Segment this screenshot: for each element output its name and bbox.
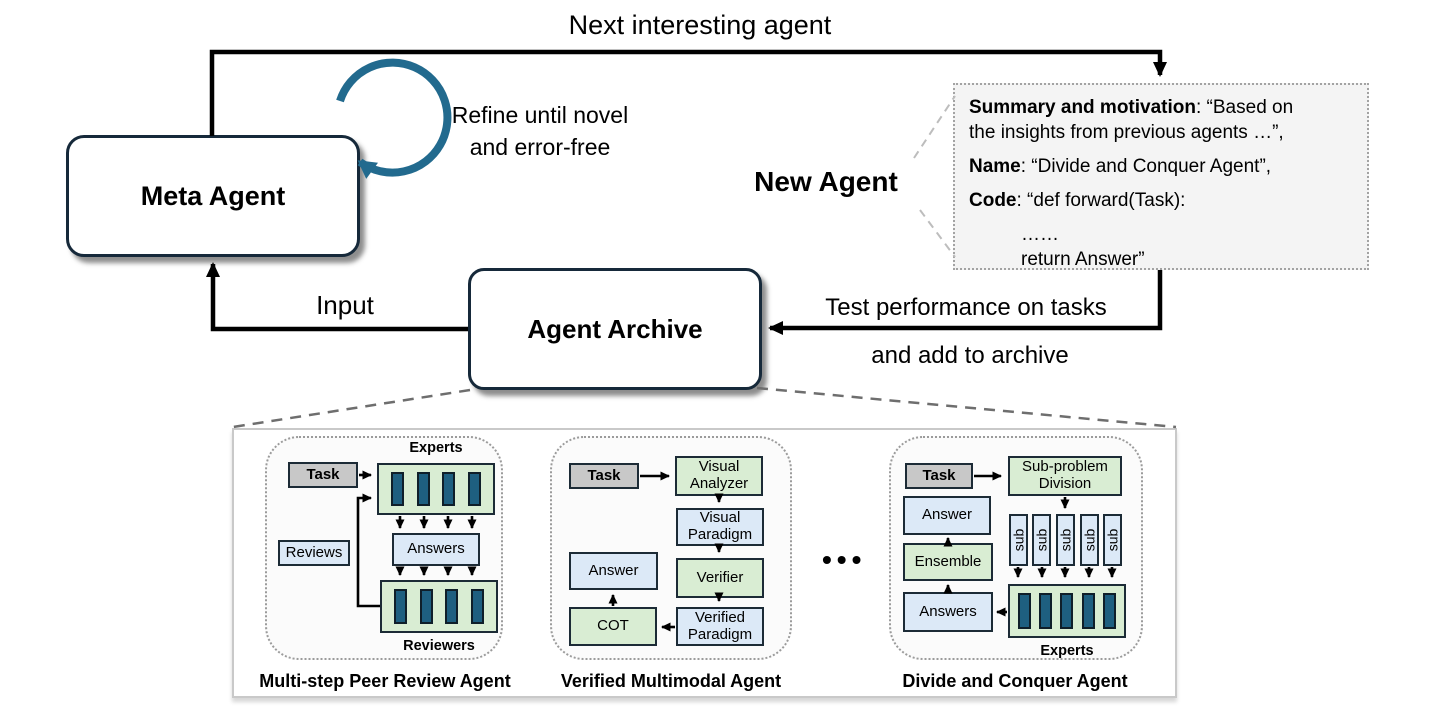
archive-expansion-line-left bbox=[232, 388, 471, 429]
peer-review-experts-label: Experts bbox=[409, 440, 463, 456]
divide-conquer-experts-bars bbox=[1010, 586, 1124, 636]
peer-review-answers-box: Answers bbox=[392, 533, 480, 566]
refine-loop-label: Refine until novel and error-free bbox=[428, 99, 652, 163]
expert-bar-icon bbox=[391, 472, 405, 506]
divide-conquer-answer-box: Answer bbox=[903, 496, 991, 535]
sub-task-label: sub bbox=[1104, 528, 1121, 552]
verifier-label: Verifier bbox=[696, 568, 744, 586]
next-interesting-agent-label: Next interesting agent bbox=[568, 10, 832, 40]
expert-bar-icon bbox=[467, 472, 481, 506]
peer-review-reviews-label: Reviews bbox=[285, 543, 343, 561]
card-code-rest: : “def forward(Task): bbox=[1016, 190, 1186, 211]
cot-box: COT bbox=[569, 607, 657, 646]
sub-task-box: sub bbox=[1056, 514, 1075, 566]
verified-paradigm-label: Verified Paradigm bbox=[687, 608, 753, 643]
multimodal-answer-label: Answer bbox=[588, 561, 639, 579]
expert-bar-icon bbox=[1060, 593, 1074, 629]
new-agent-card: Summary and motivation: “Based on the in… bbox=[953, 83, 1369, 270]
card-code-line: Code: “def forward(Task): bbox=[969, 188, 1353, 213]
card-summary-label: Summary and motivation bbox=[969, 97, 1196, 118]
peer-review-agent-title: Multi-step Peer Review Agent bbox=[259, 671, 511, 691]
ensemble-box: Ensemble bbox=[903, 543, 993, 581]
card-name-rest: : “Divide and Conquer Agent”, bbox=[1020, 156, 1272, 177]
subproblem-division-box: Sub-problem Division bbox=[1008, 456, 1122, 496]
divide-conquer-answer-label: Answer bbox=[921, 506, 973, 524]
expert-bar-icon bbox=[416, 472, 430, 506]
card-code-label: Code bbox=[969, 190, 1017, 211]
visual-analyzer-box: Visual Analyzer bbox=[675, 456, 763, 496]
ensemble-label: Ensemble bbox=[914, 552, 982, 570]
card-summary-line2-text: the insights from previous agents …”, bbox=[969, 122, 1284, 143]
new-agent-callout-line-bottom bbox=[919, 209, 956, 258]
peer-review-reviewers-box bbox=[380, 580, 498, 633]
reviewer-bar-icon bbox=[445, 589, 459, 624]
visual-paradigm-label: Visual Paradigm bbox=[687, 509, 753, 543]
agent-archive-node: Agent Archive bbox=[468, 268, 762, 390]
divide-conquer-experts-box bbox=[1008, 584, 1126, 638]
sub-task-label: sub bbox=[1010, 528, 1027, 552]
meta-agent-node-label: Meta Agent bbox=[140, 180, 286, 211]
card-name-line: Name: “Divide and Conquer Agent”, bbox=[969, 154, 1353, 179]
peer-review-experts-bars bbox=[379, 465, 493, 513]
sub-task-box: sub bbox=[1009, 514, 1028, 566]
peer-review-experts-box bbox=[377, 463, 495, 515]
peer-review-reviewers-label: Reviewers bbox=[403, 638, 475, 654]
sub-task-box: sub bbox=[1080, 514, 1099, 566]
sub-task-box: sub bbox=[1032, 514, 1051, 566]
verified-multimodal-agent-title: Verified Multimodal Agent bbox=[560, 671, 782, 691]
visual-analyzer-label: Visual Analyzer bbox=[689, 458, 749, 492]
input-label: Input bbox=[316, 290, 374, 320]
verified-paradigm-box: Verified Paradigm bbox=[676, 607, 764, 646]
reviewer-bar-icon bbox=[470, 589, 484, 624]
sub-task-box: sub bbox=[1103, 514, 1122, 566]
card-summary-rest: : “Based on bbox=[1196, 97, 1294, 118]
test-performance-label-line2: and add to archive bbox=[871, 342, 1069, 369]
divide-conquer-task-label: Task bbox=[922, 466, 956, 484]
divide-conquer-agent-title: Divide and Conquer Agent bbox=[902, 671, 1128, 691]
new-agent-label: New Agent bbox=[754, 166, 898, 197]
card-code-return: return Answer” bbox=[1021, 247, 1353, 272]
expert-bar-icon bbox=[1039, 593, 1053, 629]
expert-bar-icon bbox=[442, 472, 456, 506]
subproblem-division-label: Sub-problem Division bbox=[1022, 458, 1108, 492]
sub-task-label: sub bbox=[1033, 528, 1050, 552]
card-code-return-text: return Answer” bbox=[1021, 249, 1145, 270]
card-code-dots-text: …… bbox=[1021, 224, 1059, 245]
meta-agent-node: Meta Agent bbox=[66, 135, 360, 257]
refine-loop-label-line2: and error-free bbox=[469, 134, 611, 160]
new-agent-callout-line-top bbox=[913, 95, 956, 159]
sub-task-label: sub bbox=[1081, 528, 1098, 552]
expert-bar-icon bbox=[1081, 593, 1095, 629]
visual-paradigm-box: Visual Paradigm bbox=[676, 508, 764, 546]
test-performance-label-line1: Test performance on tasks bbox=[825, 294, 1107, 321]
sub-task-label: sub bbox=[1057, 528, 1074, 552]
reviewer-bar-icon bbox=[394, 589, 408, 624]
multimodal-task-box: Task bbox=[569, 463, 639, 489]
verifier-box: Verifier bbox=[676, 558, 764, 598]
peer-review-task-label: Task bbox=[306, 465, 340, 483]
peer-review-task-box: Task bbox=[288, 462, 358, 488]
archive-expansion-line-right bbox=[756, 386, 1177, 429]
divide-conquer-answers-label: Answers bbox=[919, 602, 977, 620]
divide-conquer-task-box: Task bbox=[905, 463, 973, 489]
more-agents-ellipsis: ••• bbox=[822, 544, 867, 575]
expert-bar-icon bbox=[1102, 593, 1116, 629]
agent-archive-node-label: Agent Archive bbox=[527, 313, 703, 344]
multimodal-answer-box: Answer bbox=[569, 552, 658, 590]
reviewer-bar-icon bbox=[419, 589, 433, 624]
expert-bar-icon bbox=[1018, 593, 1032, 629]
refine-loop-label-line1: Refine until novel bbox=[451, 102, 629, 128]
card-summary-line1: Summary and motivation: “Based on bbox=[969, 95, 1353, 120]
card-summary-line2: the insights from previous agents …”, bbox=[969, 120, 1353, 145]
divide-conquer-answers-box: Answers bbox=[903, 592, 993, 632]
card-name-label: Name bbox=[969, 156, 1021, 177]
card-code-dots: …… bbox=[1021, 222, 1353, 247]
peer-review-reviews-box: Reviews bbox=[278, 540, 350, 566]
peer-review-reviewers-bars bbox=[382, 582, 496, 631]
peer-review-answers-label: Answers bbox=[407, 540, 465, 558]
divide-conquer-experts-label: Experts bbox=[1040, 643, 1094, 659]
cot-label: COT bbox=[597, 617, 629, 635]
multimodal-task-label: Task bbox=[587, 466, 621, 484]
